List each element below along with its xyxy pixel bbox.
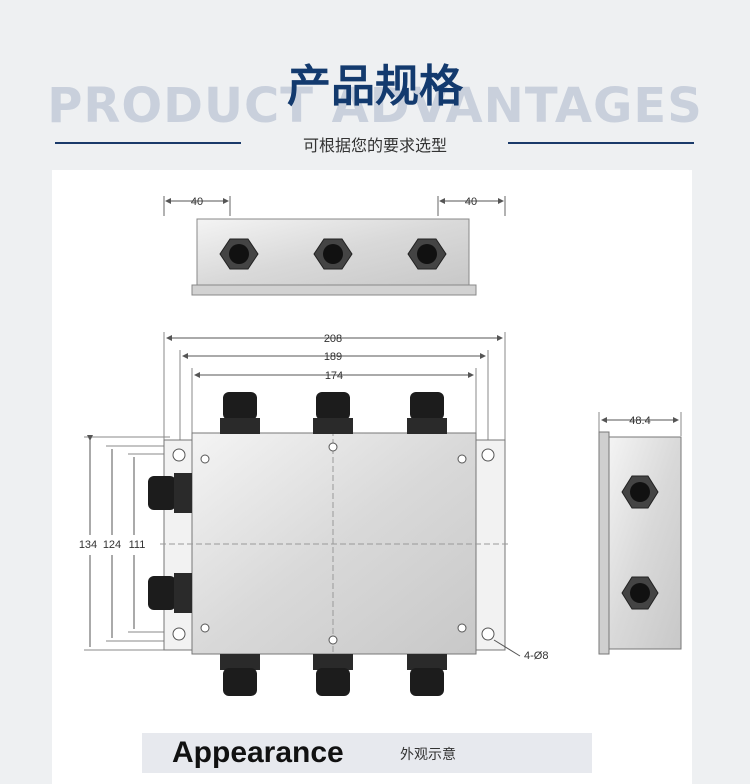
cable-gland-icon: [220, 392, 260, 434]
side-view: 48.4: [598, 412, 682, 655]
cable-gland-icon: [148, 473, 192, 513]
mounting-hole-label: 4-Ø8: [524, 650, 548, 662]
front-view-height-dims: 134 124 111: [79, 435, 170, 651]
front-view-width-dims: 208 189 174: [163, 332, 506, 440]
page-title: 产品规格: [287, 61, 463, 112]
top-right-dim: 40: [465, 196, 477, 208]
gland-hole-icon: [313, 238, 353, 270]
right-divider: [508, 142, 694, 144]
cable-gland-icon: [407, 654, 447, 696]
mounting-hole-icon: [172, 448, 495, 641]
width-dim-189: 189: [324, 351, 342, 363]
cable-gland-icon: [313, 654, 353, 696]
caption-chinese: 外观示意: [400, 747, 456, 763]
left-divider: [55, 142, 241, 144]
gland-hole-icon: [621, 475, 659, 509]
gland-hole-icon: [407, 238, 447, 270]
top-left-dim: 40: [191, 196, 203, 208]
gland-hole-icon: [219, 238, 259, 270]
cable-gland-icon: [407, 392, 447, 434]
background-watermark-word: PRODUCT ADVANTAGES: [47, 78, 703, 134]
height-dim-134: 134: [79, 539, 97, 551]
height-dim-124: 124: [103, 539, 121, 551]
cable-gland-icon: [220, 654, 260, 696]
top-view: 40 40: [163, 196, 506, 296]
cable-gland-icon: [148, 573, 192, 613]
gland-hole-icon: [621, 576, 659, 610]
caption-english: Appearance: [172, 736, 344, 769]
cable-gland-icon: [313, 392, 353, 434]
width-dim-208: 208: [324, 333, 342, 345]
width-dim-174: 174: [325, 370, 343, 382]
depth-dim: 48.4: [629, 415, 650, 427]
front-view: 4-Ø8: [148, 392, 548, 696]
screw-icon: [200, 442, 467, 645]
height-dim-111: 111: [129, 539, 146, 551]
page-subtitle: 可根据您的要求选型: [302, 136, 447, 155]
caption-bar: [142, 733, 592, 773]
